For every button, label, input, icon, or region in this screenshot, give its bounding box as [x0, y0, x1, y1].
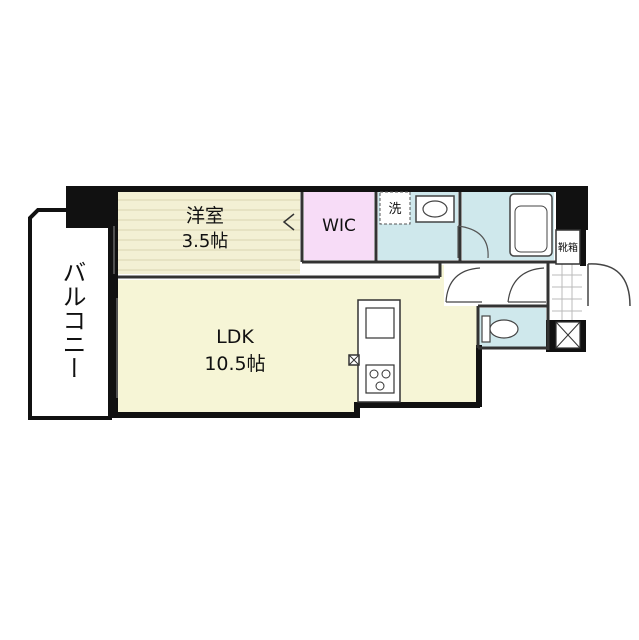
refrigerator-mark-x2: [348, 354, 360, 366]
entrance-tiles: [552, 264, 582, 324]
entrance-door-swing: [587, 263, 631, 307]
western-room-wood-lines: [118, 199, 300, 271]
hall-door-left: [445, 267, 481, 303]
wic-label: WIC: [322, 216, 356, 236]
stove: [365, 364, 395, 394]
shoe-box: [555, 229, 581, 265]
toilet-bowl: [489, 319, 519, 339]
washing-machine-space: [379, 191, 411, 225]
balcony-label: バルコニー: [58, 260, 86, 380]
wic-floor: [304, 190, 374, 260]
closet-door-mark: [282, 213, 295, 231]
bathtub-inner: [514, 205, 548, 253]
shoe-box-label: 靴箱: [558, 241, 578, 254]
washbasin-bowl: [422, 200, 448, 218]
hall-door-right: [507, 267, 545, 303]
laundry-label: 洗: [388, 202, 401, 217]
toilet-tank: [481, 315, 491, 343]
balcony-sliding-windows: [113, 226, 118, 398]
western-room-label: 洋室: [186, 205, 224, 227]
ldk-size: 10.5帖: [204, 353, 265, 375]
laundry-door-swing: [457, 225, 489, 259]
western-room-size: 3.5帖: [182, 231, 229, 252]
burner-2: [381, 369, 391, 379]
entrance-floor: [552, 264, 582, 324]
interior-walls: [118, 192, 556, 350]
ldk-floor: [118, 265, 478, 415]
storage-box-cross-2: [555, 321, 581, 349]
ldk-label: LDK: [216, 326, 254, 348]
kitchen-sink: [365, 307, 395, 339]
burner-1: [369, 369, 379, 379]
burner-3: [375, 381, 385, 391]
